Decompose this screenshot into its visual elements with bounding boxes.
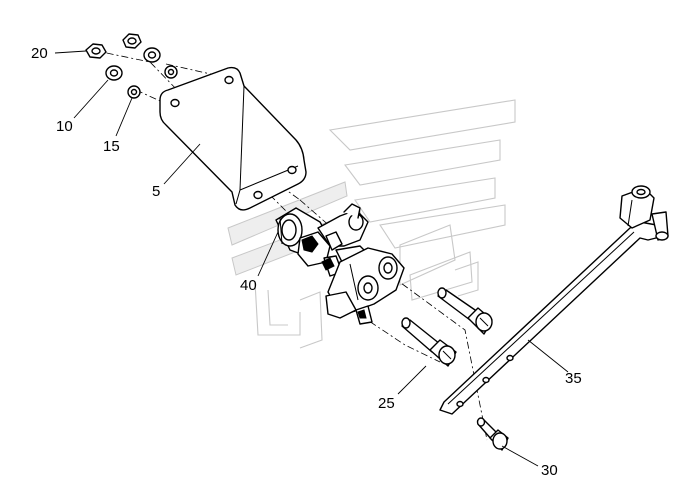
callout-labels: 20 10 15 5 40 25 35 30 bbox=[31, 45, 582, 479]
bolt-upper bbox=[437, 287, 493, 335]
lock-washer-15-b bbox=[164, 65, 178, 79]
washer-10-a bbox=[105, 65, 123, 81]
screw-30 bbox=[476, 417, 509, 451]
linkage-rod-35 bbox=[439, 185, 669, 415]
callout-5: 5 bbox=[152, 183, 160, 200]
lever-clamp bbox=[325, 247, 405, 325]
bolt-25 bbox=[401, 317, 457, 367]
lock-washer-15-a bbox=[127, 85, 141, 99]
callout-15: 15 bbox=[103, 138, 120, 155]
washer-10-b bbox=[143, 47, 161, 63]
mounting-bracket-5 bbox=[159, 66, 307, 211]
nut-20-a bbox=[85, 43, 107, 59]
nut-20-b bbox=[122, 33, 142, 49]
callout-25: 25 bbox=[378, 395, 395, 412]
callout-20: 20 bbox=[31, 45, 48, 62]
callout-40: 40 bbox=[240, 277, 257, 294]
callout-30: 30 bbox=[541, 462, 558, 479]
callout-10: 10 bbox=[56, 118, 73, 135]
leader-lines bbox=[54, 50, 569, 467]
callout-35: 35 bbox=[565, 370, 582, 387]
